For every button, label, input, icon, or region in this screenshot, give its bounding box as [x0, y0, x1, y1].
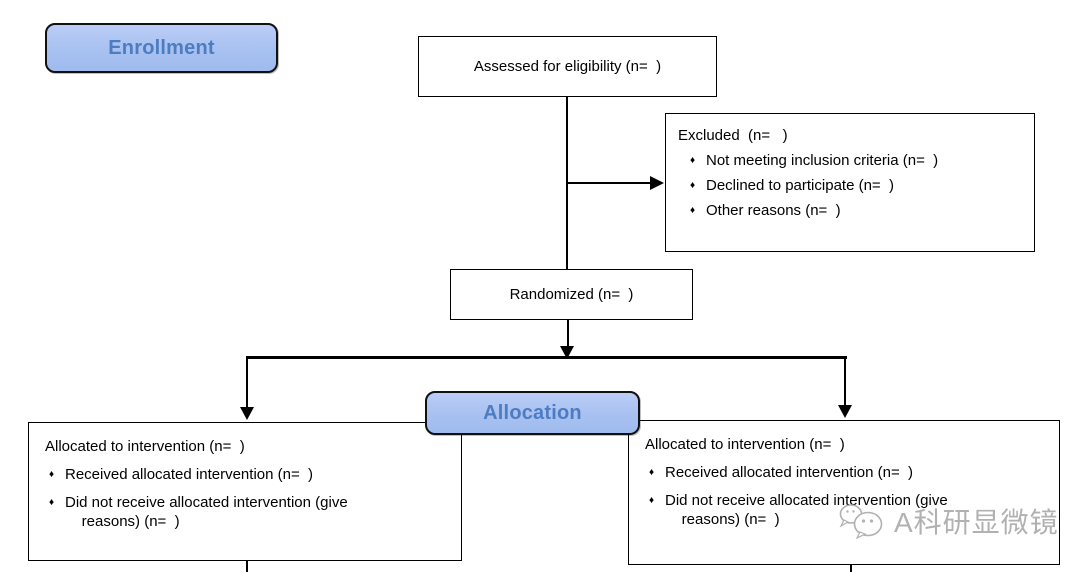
excluded-item: ♦ Not meeting inclusion criteria (n= ): [678, 151, 1022, 170]
allocation-right-item-label: Did not receive allocated intervention (…: [665, 492, 948, 528]
connector-branch-left: [246, 356, 248, 408]
diamond-bullet-icon: ♦: [690, 155, 696, 166]
arrowhead-branch-right-icon: [838, 405, 852, 418]
arrowhead-excluded-icon: [650, 176, 664, 190]
excluded-title: Excluded (n= ): [678, 127, 788, 144]
stage-allocation-label: Allocation: [483, 401, 582, 424]
allocation-left-box: Allocated to intervention (n= ) ♦ Receiv…: [28, 422, 462, 561]
allocation-right-item-label: Received allocated intervention (n= ): [665, 464, 914, 481]
diamond-bullet-icon: ♦: [49, 497, 55, 508]
connector-to-excluded: [567, 182, 651, 184]
stage-allocation-box: Allocation: [425, 391, 640, 435]
arrowhead-branch-left-icon: [240, 407, 254, 420]
allocation-left-item: ♦ Received allocated intervention (n= ): [45, 465, 445, 484]
connector-stub-left: [246, 560, 248, 572]
stage-enrollment-box: Enrollment: [45, 23, 278, 73]
diamond-bullet-icon: ♦: [649, 495, 655, 506]
allocation-left-item-label: Did not receive allocated intervention (…: [65, 494, 348, 530]
arrowhead-randomized-icon: [560, 346, 574, 359]
allocation-right-item: ♦ Received allocated intervention (n= ): [645, 463, 1043, 482]
connector-branch-right: [844, 356, 846, 406]
assessed-label: Assessed for eligibility (n= ): [473, 58, 662, 75]
allocation-right-title: Allocated to intervention (n= ): [645, 436, 845, 453]
excluded-item-label: Not meeting inclusion criteria (n= ): [706, 152, 939, 169]
connector-split-horizontal: [246, 356, 847, 359]
randomized-label: Randomized (n= ): [509, 286, 634, 303]
diamond-bullet-icon: ♦: [690, 180, 696, 191]
diamond-bullet-icon: ♦: [49, 469, 55, 480]
allocation-left-item-label: Received allocated intervention (n= ): [65, 466, 314, 483]
diamond-bullet-icon: ♦: [649, 467, 655, 478]
excluded-item: ♦ Other reasons (n= ): [678, 201, 1022, 220]
assessed-box: Assessed for eligibility (n= ): [418, 36, 717, 97]
allocation-left-item: ♦ Did not receive allocated intervention…: [45, 493, 445, 531]
stage-enrollment-label: Enrollment: [108, 36, 215, 59]
connector-randomized-down: [567, 320, 569, 347]
connector-stub-right: [850, 564, 852, 572]
diamond-bullet-icon: ♦: [690, 205, 696, 216]
excluded-item-label: Declined to participate (n= ): [706, 177, 895, 194]
allocation-right-box: Allocated to intervention (n= ) ♦ Receiv…: [628, 420, 1060, 565]
allocation-right-item: ♦ Did not receive allocated intervention…: [645, 491, 1043, 529]
allocation-left-title: Allocated to intervention (n= ): [45, 438, 245, 455]
excluded-box: Excluded (n= ) ♦ Not meeting inclusion c…: [665, 113, 1035, 252]
excluded-item: ♦ Declined to participate (n= ): [678, 176, 1022, 195]
randomized-box: Randomized (n= ): [450, 269, 693, 320]
excluded-item-label: Other reasons (n= ): [706, 202, 841, 219]
